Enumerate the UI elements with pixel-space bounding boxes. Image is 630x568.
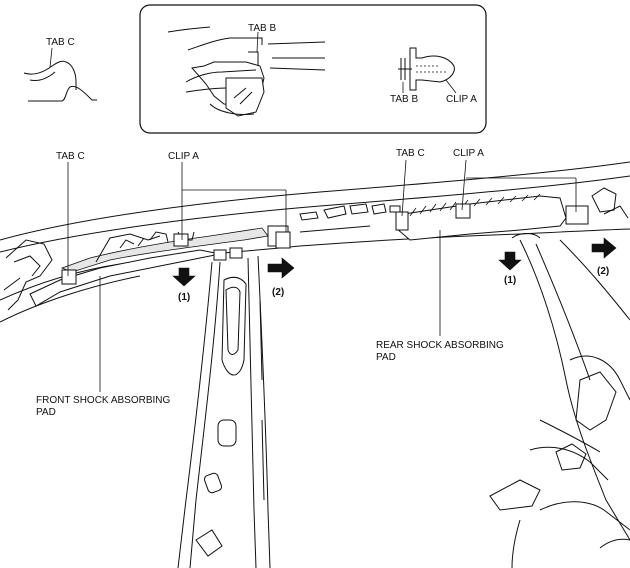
tab-c-detail-label: TAB C	[46, 37, 75, 48]
clip-a-front-label: CLIP A	[168, 151, 199, 162]
rear-right-arrow-label: (2)	[597, 266, 609, 277]
front-pad-label-line2: PAD	[36, 407, 56, 418]
front-right-arrow-icon	[267, 257, 295, 279]
clip-a-detail-leader	[445, 79, 457, 94]
clip-a-rear-label: CLIP A	[453, 148, 484, 159]
clip-a-detail-figure	[398, 47, 455, 91]
tab-b-inset-leader	[256, 31, 259, 53]
rear-down-arrow-label: (1)	[504, 275, 516, 286]
tab-c-front-label: TAB C	[56, 151, 85, 162]
rear-right-arrow-icon	[591, 237, 617, 259]
tab-c-rear-leader	[401, 159, 407, 217]
front-right-arrow-label: (2)	[272, 287, 284, 298]
front-pad-label-line1: FRONT SHOCK ABSORBING	[36, 395, 171, 406]
tab-c-detail-leader	[49, 47, 53, 68]
clip-a-detail-label: CLIP A	[446, 94, 477, 105]
detail-inset-box	[139, 4, 487, 134]
tab-b-inset-label: TAB B	[248, 23, 276, 34]
tab-c-detail-figure	[23, 60, 97, 102]
clip-a-rear-leader-1	[461, 159, 467, 211]
vehicle-body-outline	[0, 161, 630, 568]
rear-down-arrow-icon	[498, 251, 522, 271]
front-down-arrow-icon	[172, 267, 196, 287]
tab-c-rear-label: TAB C	[396, 148, 425, 159]
inset-clip-figure	[167, 26, 326, 117]
front-down-arrow-label: (1)	[178, 292, 190, 303]
rear-pad-label-line2: PAD	[376, 352, 396, 363]
tab-b-clip-label: TAB B	[390, 94, 418, 105]
rear-pad-label-line1: REAR SHOCK ABSORBING	[376, 340, 504, 351]
